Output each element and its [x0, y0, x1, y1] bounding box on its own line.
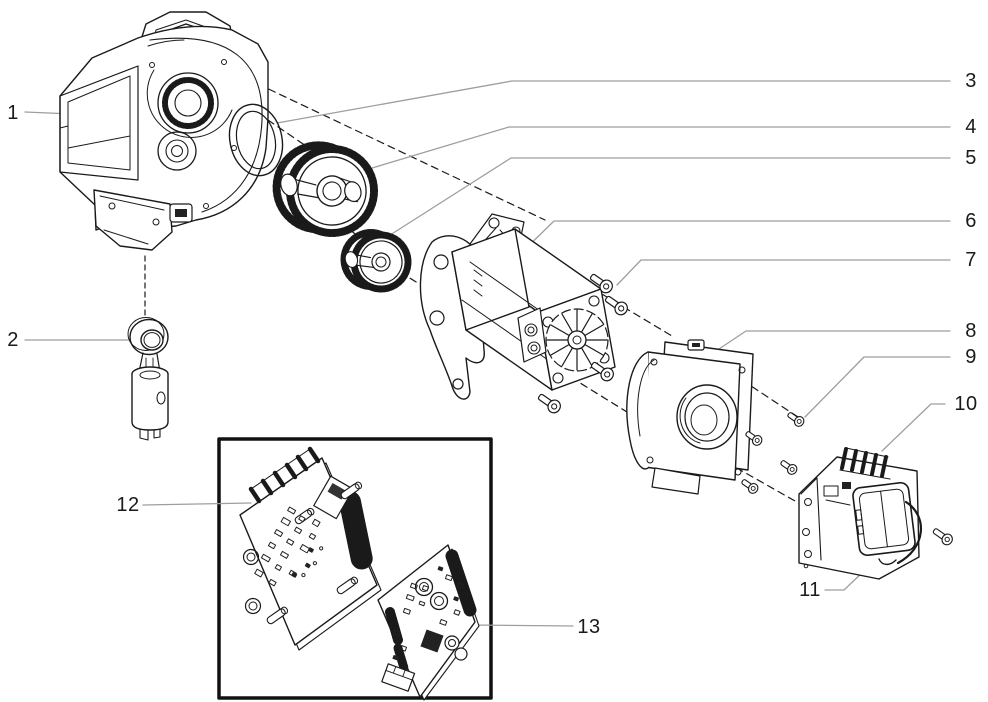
callout-7: 7	[965, 249, 977, 271]
callout-13: 13	[577, 616, 601, 638]
motor-baffle	[627, 340, 753, 494]
callout-2: 2	[7, 329, 19, 351]
cover-screw	[931, 526, 955, 547]
connecting-rod	[128, 318, 168, 441]
callout-9: 9	[965, 346, 977, 368]
callout-12: 12	[116, 494, 140, 516]
callout-1: 1	[7, 102, 19, 124]
motor-fan	[546, 309, 608, 371]
control-cover	[852, 482, 916, 556]
baffle-screws	[740, 410, 806, 495]
callout-10: 10	[954, 393, 978, 415]
gasket-ring	[223, 99, 289, 180]
callout-5: 5	[965, 147, 977, 169]
circuit-board-large	[240, 449, 381, 650]
callout-11: 11	[799, 579, 821, 601]
motor-screws	[536, 271, 630, 415]
callout-3: 3	[965, 70, 977, 92]
circuit-board-small	[378, 545, 479, 700]
callout-8: 8	[965, 320, 977, 342]
callout-6: 6	[965, 210, 977, 232]
callout-4: 4	[965, 116, 977, 138]
gear-housing	[60, 12, 268, 250]
control-board-assembly	[799, 448, 921, 579]
small-gear	[338, 224, 414, 297]
motor	[420, 214, 615, 399]
large-gear	[267, 133, 383, 246]
